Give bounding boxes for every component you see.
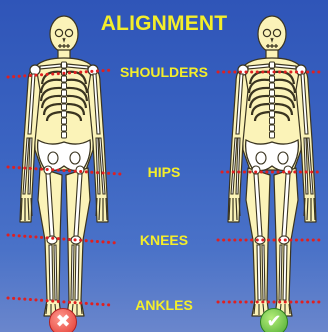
shoulders-label: SHOULDERS [0, 64, 328, 80]
page-title: ALIGNMENT [0, 12, 328, 36]
cross-icon: ✖ [49, 308, 77, 332]
check-icon: ✔ [260, 308, 288, 332]
knees-label: KNEES [0, 232, 328, 248]
hips-label: HIPS [0, 164, 328, 180]
